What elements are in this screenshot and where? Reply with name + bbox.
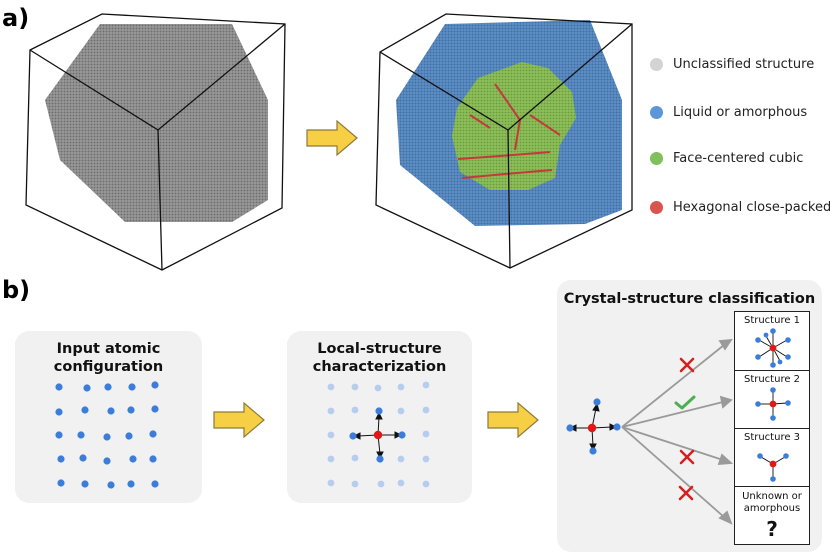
title-line: Input atomic xyxy=(56,341,161,357)
structure-label: Structure 2 xyxy=(743,374,801,385)
legend-label: Hexagonal close-packed xyxy=(673,199,830,215)
crystal-classification-title: Crystal-structure classification xyxy=(563,291,816,307)
label-line: Unknown or xyxy=(742,491,802,502)
legend-item-fcc: Face-centered cubic xyxy=(650,148,803,168)
legend-dot-icon xyxy=(650,57,663,71)
structure-label: Unknown or amorphous xyxy=(735,491,809,515)
arrow-b1 xyxy=(213,401,265,439)
question-mark-icon: ? xyxy=(766,517,778,541)
legend-label: Liquid or amorphous xyxy=(673,104,808,120)
legend-dot-icon xyxy=(650,200,663,214)
structure-2-motif xyxy=(755,387,791,421)
legend-item-liquid: Liquid or amorphous xyxy=(650,102,807,122)
title-line: configuration xyxy=(53,359,164,375)
local-structure-title: Local-structure characterization xyxy=(287,340,472,376)
legend-item-unclassified: Unclassified structure xyxy=(650,54,814,74)
legend-label: Face-centered cubic xyxy=(673,150,804,166)
input-atoms xyxy=(55,381,159,489)
cross-icon xyxy=(679,357,695,373)
check-icon xyxy=(674,395,696,410)
cube-frame-right xyxy=(375,13,633,269)
title-line: Local-structure xyxy=(317,341,442,357)
panel-a-label: a) xyxy=(2,4,30,32)
arrow-a xyxy=(306,119,358,157)
legend-dot-icon xyxy=(650,105,663,119)
structure-cell-2: Structure 2 xyxy=(735,371,809,429)
structure-label: Structure 1 xyxy=(743,315,801,326)
input-config-box: Input atomic configuration xyxy=(15,331,202,503)
arrow-b2 xyxy=(487,401,539,439)
local-atoms xyxy=(327,381,430,488)
cross-icon xyxy=(678,485,694,501)
cross-icon xyxy=(679,449,695,465)
panel-b-label: b) xyxy=(2,276,31,304)
structure-cell-1: Structure 1 xyxy=(735,312,809,371)
cube-frame-left xyxy=(25,13,286,271)
structure-cell-3: Structure 3 xyxy=(735,429,809,487)
input-config-title: Input atomic configuration xyxy=(15,340,202,376)
gray-particle xyxy=(45,24,268,222)
structure-cell-unknown: Unknown or amorphous ? xyxy=(735,487,809,546)
legend-item-hcp: Hexagonal close-packed xyxy=(650,197,830,217)
title-line: characterization xyxy=(312,359,447,375)
structure-reference-column: Structure 1 Structure 2 xyxy=(734,311,810,545)
legend-dot-icon xyxy=(650,151,663,165)
legend-label: Unclassified structure xyxy=(673,56,815,72)
structure-3-motif xyxy=(757,453,789,482)
structure-1-motif xyxy=(755,328,791,368)
branch-arrows xyxy=(621,338,734,525)
label-line: amorphous xyxy=(743,503,801,514)
structure-label: Structure 3 xyxy=(743,432,801,443)
